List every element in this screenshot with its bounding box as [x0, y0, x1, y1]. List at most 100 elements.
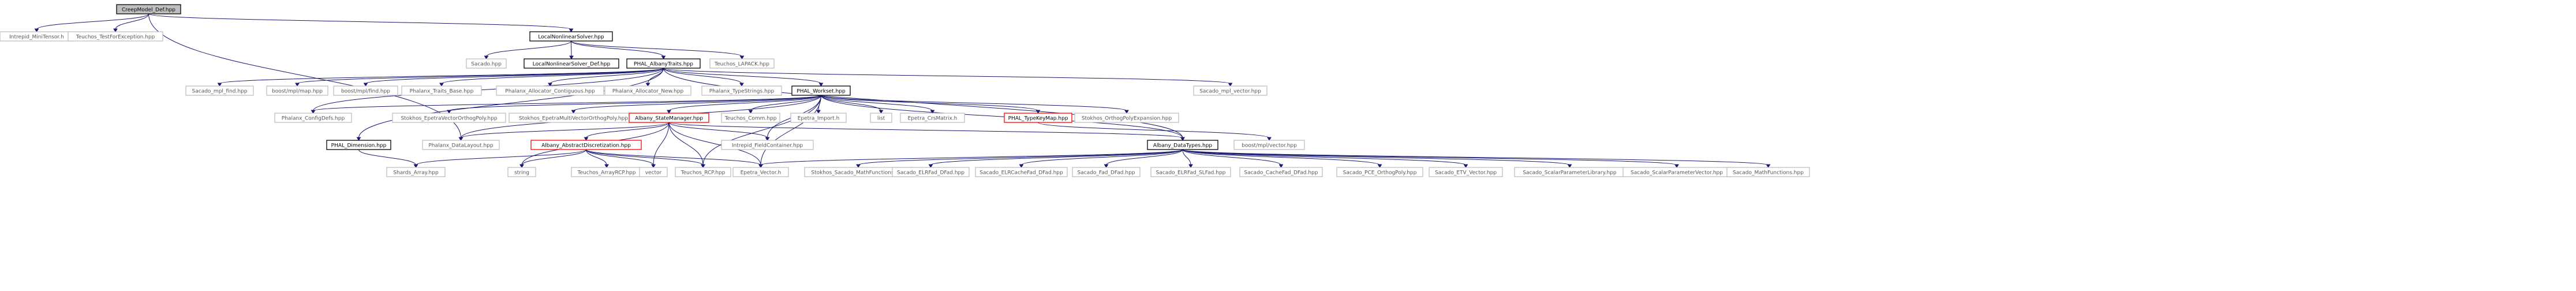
edge-phal_workset-to-phalanx_configdefs — [311, 95, 821, 114]
edge-arrowhead — [1104, 164, 1109, 168]
edge-line — [668, 122, 768, 139]
node-label: boost/mpl/vector.hpp — [1242, 143, 1297, 149]
edge-albany_datatypes-to-stokhos_sacado_math — [856, 149, 1183, 168]
edge-arrowhead — [856, 164, 861, 168]
node-epetra_vector: Epetra_Vector.h — [732, 167, 789, 177]
edge-albany_absdisc-to-teuchos_rcp — [586, 149, 705, 168]
node-label: Phalanx_Traits_Base.hpp — [410, 89, 474, 95]
node-phal_dimension[interactable]: PHAL_Dimension.hpp — [326, 140, 391, 150]
node-label: Phalanx_Allocator_New.hpp — [612, 89, 684, 95]
edge-phal_workset-to-list — [821, 95, 884, 114]
node-stokhos_ortho_exp: Stokhos_OrthogPolyExpansion.hpp — [1074, 113, 1179, 123]
node-phalanx_traits_base: Phalanx_Traits_Base.hpp — [401, 85, 482, 96]
edge-line — [358, 68, 664, 139]
edge-line — [571, 40, 572, 57]
node-phal_workset[interactable]: PHAL_Workset.hpp — [791, 85, 851, 96]
node-albany_absdisc[interactable]: Albany_AbstractDiscretization.hpp — [530, 140, 642, 150]
node-creep[interactable]: CreepModel_Def.hpp — [116, 4, 181, 14]
node-vector: vector — [639, 167, 668, 177]
node-intrepid_mini: Intrepid_MiniTensor.h — [0, 31, 74, 42]
edge-arrowhead — [548, 83, 552, 87]
edge-arrowhead — [1228, 83, 1233, 87]
edge-line — [148, 13, 571, 30]
edge-albany_absdisc-to-string — [519, 149, 586, 168]
edge-albany_state-to-intrepid_fc — [668, 122, 770, 141]
node-box — [870, 113, 892, 123]
node-box — [1004, 113, 1072, 123]
edge-arrowhead — [667, 110, 671, 114]
node-box — [1074, 113, 1179, 123]
node-label: Phalanx_DataLayout.hpp — [428, 143, 493, 149]
edge-line — [521, 149, 586, 166]
edge-line — [313, 68, 664, 111]
edge-line — [821, 95, 1127, 111]
node-sacado_elrfad: Sacado_ELRFad_DFad.hpp — [892, 167, 970, 177]
node-label: PHAL_AlbanyTraits.hpp — [634, 62, 693, 68]
edge-localnl-to-phal_traits — [571, 40, 666, 59]
node-box — [732, 167, 789, 177]
edge-arrowhead — [569, 28, 574, 32]
edge-albany_datatypes-to-sacado_elrcache — [1019, 149, 1183, 168]
node-box — [629, 113, 709, 123]
node-label: Phalanx_Allocator_Contiguous.hpp — [505, 89, 595, 95]
edge-arrowhead — [1124, 110, 1129, 114]
edge-arrowhead — [1278, 164, 1284, 168]
edge-line — [586, 149, 704, 166]
node-boost_find: boost/mpl/find.hpp — [333, 85, 398, 96]
edge-arrowhead — [413, 164, 418, 168]
node-box — [1150, 167, 1231, 177]
edge-line — [586, 122, 670, 139]
edge-arrowhead — [739, 83, 744, 87]
edge-albany_datatypes-to-sacado_math — [1182, 149, 1771, 168]
node-label: Sacado_ELRCacheFad_DFad.hpp — [979, 170, 1063, 176]
node-intrepid_fc: Intrepid_FieldContainer.hpp — [721, 140, 814, 150]
node-localnl[interactable]: LocalNonlinearSolver.hpp — [529, 31, 613, 42]
node-box — [721, 113, 780, 123]
edge-albany_state-to-phalanx_datalayout — [458, 122, 670, 141]
node-box — [326, 140, 391, 150]
edge-arrowhead — [584, 137, 589, 141]
edge-localnl-to-sacado — [484, 40, 571, 59]
edge-arrowhead — [571, 110, 576, 114]
edge-arrowhead — [217, 83, 222, 87]
node-label: Stokhos_Sacado_MathFunctions.hpp — [811, 170, 906, 176]
node-label: LocalNonlinearSolver.hpp — [538, 35, 604, 40]
edge-arrowhead — [816, 110, 821, 114]
node-label: Epetra_Import.h — [798, 116, 840, 122]
node-box — [1193, 85, 1268, 96]
node-label: Albany_AbstractDiscretization.hpp — [541, 143, 631, 149]
edge-phal_traits-to-phalanx_typestrings — [663, 68, 744, 87]
node-sacado_math: Sacado_MathFunctions.hpp — [1726, 167, 1810, 177]
node-box — [507, 167, 536, 177]
node-albany_datatypes[interactable]: Albany_DataTypes.hpp — [1147, 140, 1218, 150]
node-phal_typekeymap[interactable]: PHAL_TypeKeyMap.hpp — [1004, 113, 1072, 123]
node-label: Sacado_ETV_Vector.hpp — [1435, 170, 1497, 176]
edge-line — [1106, 149, 1183, 166]
edge-line — [668, 95, 821, 111]
edge-line — [668, 122, 1183, 139]
node-localnl_def[interactable]: LocalNonlinearSolver_Def.hpp — [524, 58, 619, 69]
node-label: Sacado_PCE_OrthogPoly.hpp — [1343, 170, 1417, 176]
edge-arrowhead — [930, 110, 935, 114]
node-albany_state[interactable]: Albany_StateManager.hpp — [629, 113, 709, 123]
node-label: Stokhos_EpetraMultiVectorOrthogPoly.hpp — [519, 116, 628, 122]
edge-arrowhead — [758, 164, 763, 168]
edge-arrowhead — [1674, 164, 1679, 168]
node-box — [116, 4, 181, 14]
node-sacado_spvec: Sacado_ScalarParameterVector.hpp — [1622, 167, 1731, 177]
node-sacado: Sacado.hpp — [466, 58, 507, 69]
edge-line — [750, 95, 821, 111]
node-label: Stokhos_OrthogPolyExpansion.hpp — [1082, 116, 1172, 122]
edge-albany_datatypes-to-sacado_elrfad — [928, 149, 1183, 168]
node-box — [422, 140, 500, 150]
edge-line — [1182, 149, 1380, 166]
edge-creep-to-teuchos_test — [113, 13, 149, 32]
node-phal_traits[interactable]: PHAL_AlbanyTraits.hpp — [626, 58, 701, 69]
edge-albany_datatypes-to-epetra_vector — [758, 149, 1183, 168]
node-label: Sacado_mpl_vector.hpp — [1199, 89, 1261, 95]
node-teuchos_comm: Teuchos_Comm.hpp — [721, 113, 780, 123]
node-label: Teuchos_ArrayRCP.hpp — [577, 170, 636, 176]
node-box — [333, 85, 398, 96]
edge-line — [365, 68, 664, 84]
node-label: Phalanx_ConfigDefs.hpp — [282, 116, 345, 122]
